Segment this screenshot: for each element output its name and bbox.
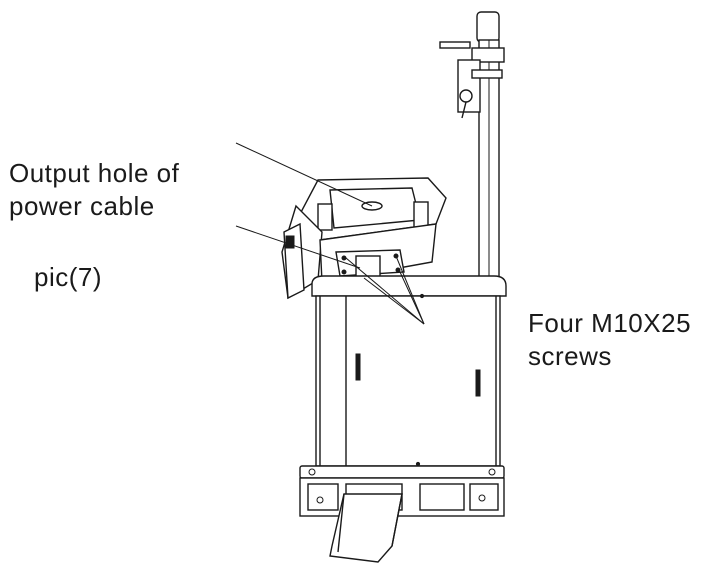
- cabinet-base: [299, 465, 505, 563]
- screws-label-line2: screws: [528, 341, 612, 371]
- vertical-pole: [439, 11, 505, 291]
- leader-line-screw-4: [399, 271, 425, 325]
- figure-caption: pic(7): [34, 262, 103, 292]
- leader-line-screw-3: [395, 255, 425, 325]
- leader-line-screw-1: [345, 257, 425, 325]
- leader-lines: [235, 142, 425, 325]
- output-hole-label-line1: Output hole of: [9, 158, 180, 188]
- screws-label-line1: Four M10X25: [528, 308, 692, 338]
- cable-outlet-plate: [335, 249, 405, 279]
- main-cabinet: [311, 275, 507, 467]
- leader-line-output-hole-lower: [235, 225, 361, 269]
- leader-line-screw-2: [363, 277, 425, 325]
- leader-line-output-hole-upper: [235, 142, 373, 207]
- output-hole-label-line2: power cable: [9, 191, 155, 221]
